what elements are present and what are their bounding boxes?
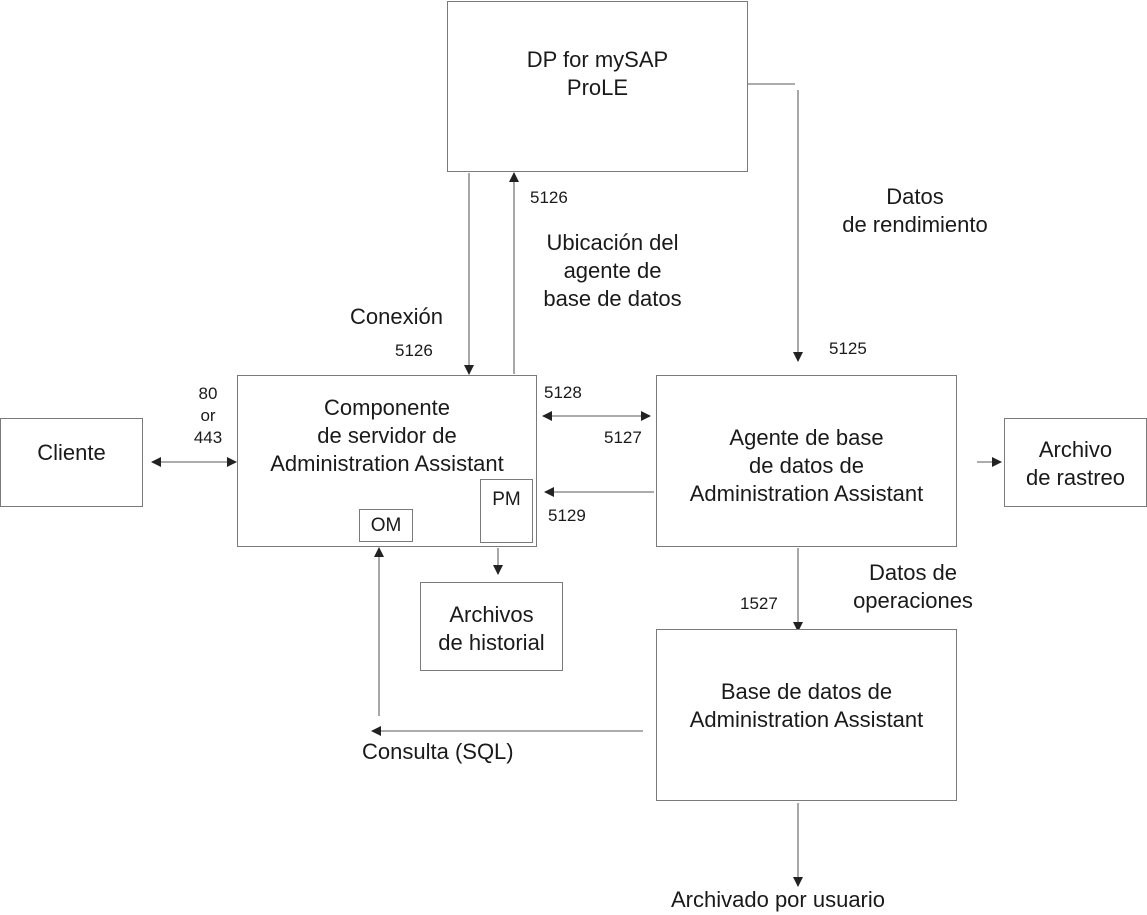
label-ubicacion: Ubicación del agente de base de datos <box>543 230 682 311</box>
node-om[interactable]: OM <box>359 509 413 542</box>
label-consulta-sql: Consulta (SQL) <box>362 739 514 764</box>
label-operaciones: Datos de operaciones <box>853 560 973 613</box>
label-operaciones-port: 1527 <box>740 594 778 613</box>
node-trace-file-label: Archivo de rastreo <box>1025 437 1126 490</box>
node-server-component[interactable]: Componente de servidor de Administration… <box>237 375 537 547</box>
label-port-5127: 5127 <box>604 428 642 447</box>
node-server-component-label: Componente de servidor de Administration… <box>270 395 504 476</box>
label-port-5129: 5129 <box>548 506 586 525</box>
node-database-agent[interactable]: Agente de base de datos de Administratio… <box>656 375 957 547</box>
label-client-ports: 80 or 443 <box>193 384 223 447</box>
node-database[interactable]: Base de datos de Administration Assistan… <box>656 629 957 801</box>
label-conexion: Conexión <box>350 304 443 329</box>
node-trace-file[interactable]: Archivo de rastreo <box>1004 418 1147 507</box>
node-history-files-label: Archivos de historial <box>438 602 545 655</box>
label-conexion-port: 5126 <box>395 341 433 360</box>
label-rendimiento: Datos de rendimiento <box>842 184 988 237</box>
node-om-label: OM <box>370 515 402 536</box>
node-pm-label: PM <box>492 489 521 510</box>
label-port-5128: 5128 <box>544 383 582 402</box>
node-pm[interactable]: PM <box>480 479 533 543</box>
label-archivado-por-usuario: Archivado por usuario <box>671 887 886 912</box>
node-dp-for-mysap-label: DP for mySAP ProLE <box>526 47 669 100</box>
label-ubicacion-port: 5126 <box>530 188 568 207</box>
label-rendimiento-port: 5125 <box>829 339 867 358</box>
node-dp-for-mysap[interactable]: DP for mySAP ProLE <box>447 1 748 172</box>
node-database-label: Base de datos de Administration Assistan… <box>689 679 924 732</box>
node-cliente-label: Cliente <box>37 440 106 465</box>
node-cliente[interactable]: Cliente <box>0 418 143 507</box>
node-database-agent-label: Agente de base de datos de Administratio… <box>689 425 924 506</box>
node-history-files[interactable]: Archivos de historial <box>420 582 563 671</box>
